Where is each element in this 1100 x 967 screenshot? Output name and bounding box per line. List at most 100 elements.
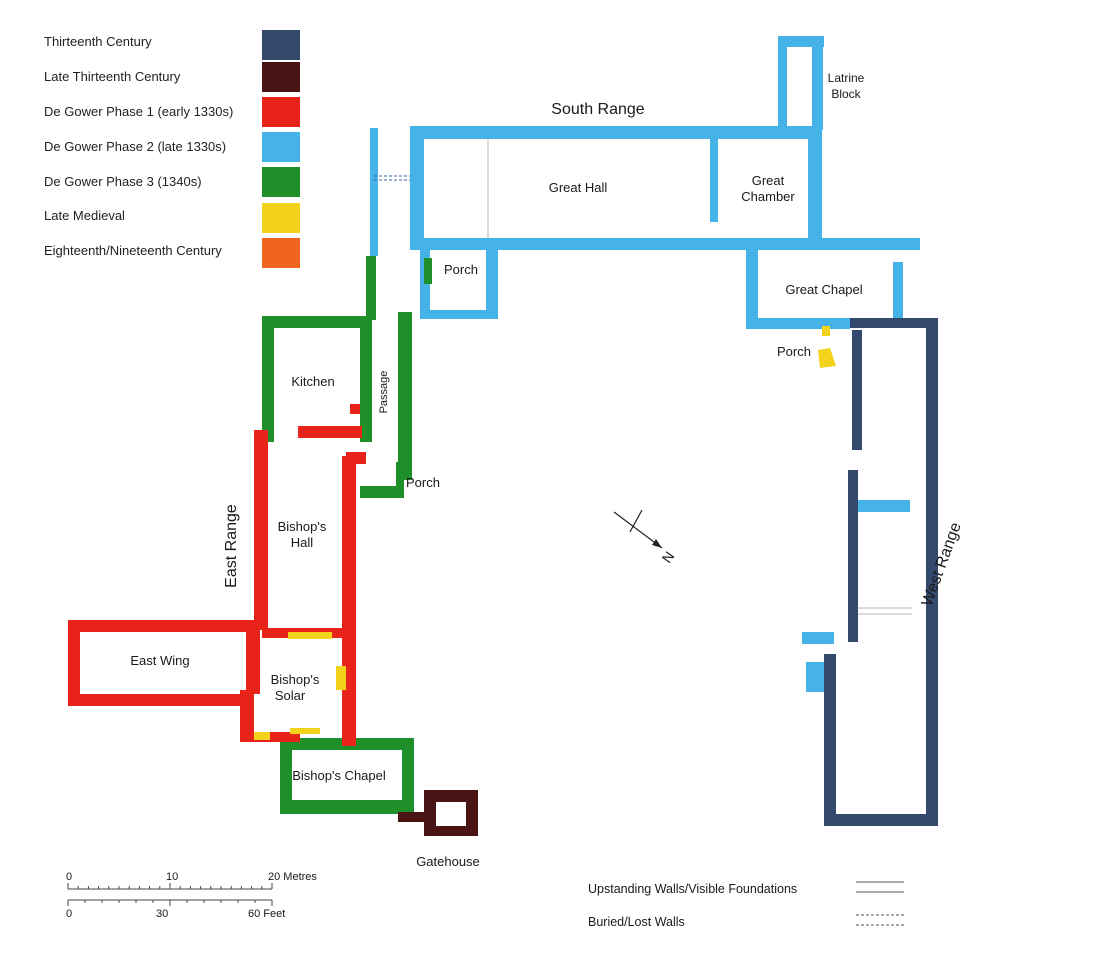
- bishops-hall-west-wall: [254, 430, 268, 630]
- passage-label: Passage: [378, 371, 390, 414]
- gatehouse-east-wall: [466, 790, 478, 836]
- west-range-cross-wall: [848, 500, 910, 512]
- latrine-block-north-wall: [778, 36, 824, 47]
- gatehouse-link: [398, 812, 428, 822]
- north-arrow: N: [613, 509, 677, 566]
- west-porch-yellow: [818, 348, 836, 368]
- west-range-walls: [824, 318, 938, 826]
- bishops-hall-label-1: Bishop's: [278, 519, 327, 534]
- legend-label-18th-19th-century: Eighteenth/Nineteenth Century: [44, 243, 222, 258]
- great-chapel-south-wall: [746, 318, 850, 329]
- great-chapel-east-wall: [893, 262, 903, 318]
- east-wing-east-wall: [68, 620, 80, 706]
- legend-swatch-phase-2: [262, 132, 300, 162]
- kitchen-red-patch: [350, 404, 360, 414]
- passage-east-wall: [398, 312, 412, 480]
- latrine-block-label-1: Latrine: [828, 71, 865, 85]
- gatehouse-north-wall: [424, 790, 478, 802]
- scale-bar: [67, 883, 273, 906]
- legend-label-phase-1: De Gower Phase 1 (early 1330s): [44, 104, 234, 119]
- south-range-label: South Range: [551, 101, 645, 118]
- east-porch-south-wall: [360, 486, 402, 498]
- east-range-north-wall: [370, 128, 378, 256]
- key-upstanding-label: Upstanding Walls/Visible Foundations: [588, 882, 797, 896]
- solar-yellow-sill: [290, 728, 320, 734]
- east-range-red-walls: [68, 404, 366, 746]
- east-wing-south-wall: [68, 694, 248, 706]
- bishops-chapel-west-wall: [280, 738, 292, 814]
- west-range-inner-wall-south: [824, 654, 836, 826]
- legend-label-late-medieval: Late Medieval: [44, 208, 125, 223]
- east-range-label: East Range: [223, 504, 240, 588]
- great-hall-south-wall: [410, 238, 920, 250]
- solar-yellow-wall: [288, 632, 332, 639]
- great-chapel-west-wall: [746, 250, 758, 328]
- key-buried-label: Buried/Lost Walls: [588, 915, 685, 929]
- great-chamber-label-1: Great: [752, 173, 785, 188]
- legend-label-phase-3: De Gower Phase 3 (1340s): [44, 174, 202, 189]
- bishops-hall-label-2: Hall: [291, 535, 314, 550]
- north-arrow-head: [652, 539, 662, 548]
- west-porch-label: Porch: [777, 344, 811, 359]
- kitchen-east-wall: [360, 316, 372, 442]
- latrine-block-west-wall: [778, 36, 787, 130]
- great-hall-north-wall: [410, 126, 822, 139]
- east-range-link-wall: [366, 256, 376, 320]
- east-wing-label: East Wing: [130, 653, 189, 668]
- bishops-chapel-east-wall: [402, 738, 414, 800]
- south-range-walls: [370, 36, 920, 692]
- scale-feet-30: 30: [156, 908, 168, 920]
- west-range-outer-wall: [926, 318, 938, 826]
- bishops-chapel-south-wall: [280, 800, 414, 814]
- hall-chamber-partition: [710, 134, 718, 222]
- scale-feet-0: 0: [66, 908, 72, 920]
- solar-yellow-patch: [254, 732, 270, 740]
- key-line-samples: [856, 881, 904, 926]
- scale-feet-60: 60 Feet: [248, 908, 285, 920]
- gatehouse-label: Gatehouse: [416, 854, 480, 869]
- interior-lines: [374, 139, 912, 615]
- south-porch-east-wall: [486, 250, 498, 318]
- legend-swatch-18th-19th-century: [262, 238, 300, 268]
- bishops-hall-ne-wall: [346, 452, 366, 464]
- legend-swatch-thirteenth-century: [262, 30, 300, 60]
- latrine-block-label-2: Block: [831, 87, 861, 101]
- scale-metres-0: 0: [66, 871, 72, 883]
- west-range-stub-a: [802, 632, 834, 644]
- legend-label-thirteenth-century: Thirteenth Century: [44, 34, 152, 49]
- great-chapel-label: Great Chapel: [785, 282, 862, 297]
- kitchen-west-wall: [262, 316, 274, 442]
- gatehouse-walls: [398, 790, 478, 836]
- great-hall-label: Great Hall: [549, 180, 608, 195]
- legend-swatch-late-thirteenth-century: [262, 62, 300, 92]
- legend-swatch-late-medieval: [262, 203, 300, 233]
- north-arrow-crossbar: [629, 509, 643, 533]
- east-wing-west-wall: [246, 626, 260, 694]
- east-wing-north-wall: [68, 620, 258, 632]
- west-range-label: West Range: [919, 520, 965, 608]
- solar-yellow-east: [336, 666, 346, 690]
- kitchen-label: Kitchen: [291, 374, 334, 389]
- west-range-south-wall: [824, 814, 938, 826]
- latrine-block-east-wall: [812, 36, 823, 130]
- north-arrow-label: N: [658, 548, 677, 565]
- gatehouse-south-wall: [424, 826, 478, 836]
- bishops-solar-label-2: Solar: [275, 688, 306, 703]
- great-chamber-label-2: Chamber: [741, 189, 795, 204]
- west-range-inner-wall-north: [852, 330, 862, 450]
- west-porch-yellow-b: [822, 326, 830, 336]
- bishops-hall-east-wall: [342, 456, 356, 746]
- bishops-solar-label-1: Bishop's: [271, 672, 320, 687]
- east-porch-east-wall: [396, 462, 404, 498]
- west-range-inner-wall-mid: [848, 470, 858, 642]
- west-range-north-wall: [850, 318, 938, 328]
- south-porch-label: Porch: [444, 262, 478, 277]
- east-porch-label: Porch: [406, 475, 440, 490]
- south-porch-green-patch: [424, 258, 432, 284]
- legend-label-phase-2: De Gower Phase 2 (late 1330s): [44, 139, 227, 154]
- legend-label-late-thirteenth-century: Late Thirteenth Century: [44, 69, 181, 84]
- east-range-green-walls: [262, 256, 432, 814]
- late-medieval-walls: [254, 326, 836, 740]
- scale-metres-20: 20 Metres: [268, 871, 317, 883]
